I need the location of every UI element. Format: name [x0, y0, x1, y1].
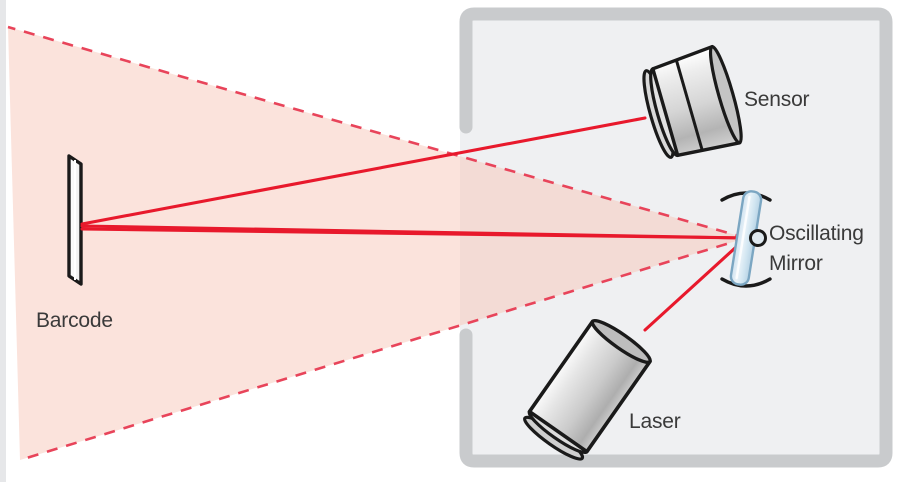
laser-emit-cap — [590, 318, 652, 365]
scan-cone-edge-lower — [19, 236, 747, 462]
oscillation-arc-bottom — [720, 277, 772, 288]
laser-barrel — [523, 318, 652, 461]
beam-barcode-to-sensor — [80, 116, 647, 226]
label-oscillating-mirror-line2: Mirror — [769, 252, 823, 275]
label-sensor: Sensor — [744, 88, 810, 111]
beam-laser-to-mirror — [643, 236, 748, 332]
sensor-end-cap — [708, 45, 743, 145]
sensor-body-band — [674, 59, 704, 151]
scan-cone-edge-upper — [7, 25, 747, 240]
scan-cone-area — [8, 27, 746, 460]
laser-beams — [80, 116, 748, 332]
mirror-highlight — [735, 195, 751, 280]
scanner-enclosure-border — [459, 7, 893, 468]
sensor-barrel — [642, 44, 743, 159]
scan-cone-dashed-edges — [7, 25, 747, 462]
oscillating-mirror — [720, 190, 772, 288]
label-oscillating-mirror-line1: Oscillating — [769, 222, 864, 245]
enclosure-outline-path — [459, 7, 893, 468]
label-barcode: Barcode — [36, 309, 113, 332]
mirror-pivot — [749, 229, 767, 247]
label-laser: Laser — [629, 410, 681, 433]
barcode-card — [67, 154, 83, 286]
left-edge-strip — [0, 0, 6, 482]
beam-barcode-to-mirror — [80, 224, 748, 240]
